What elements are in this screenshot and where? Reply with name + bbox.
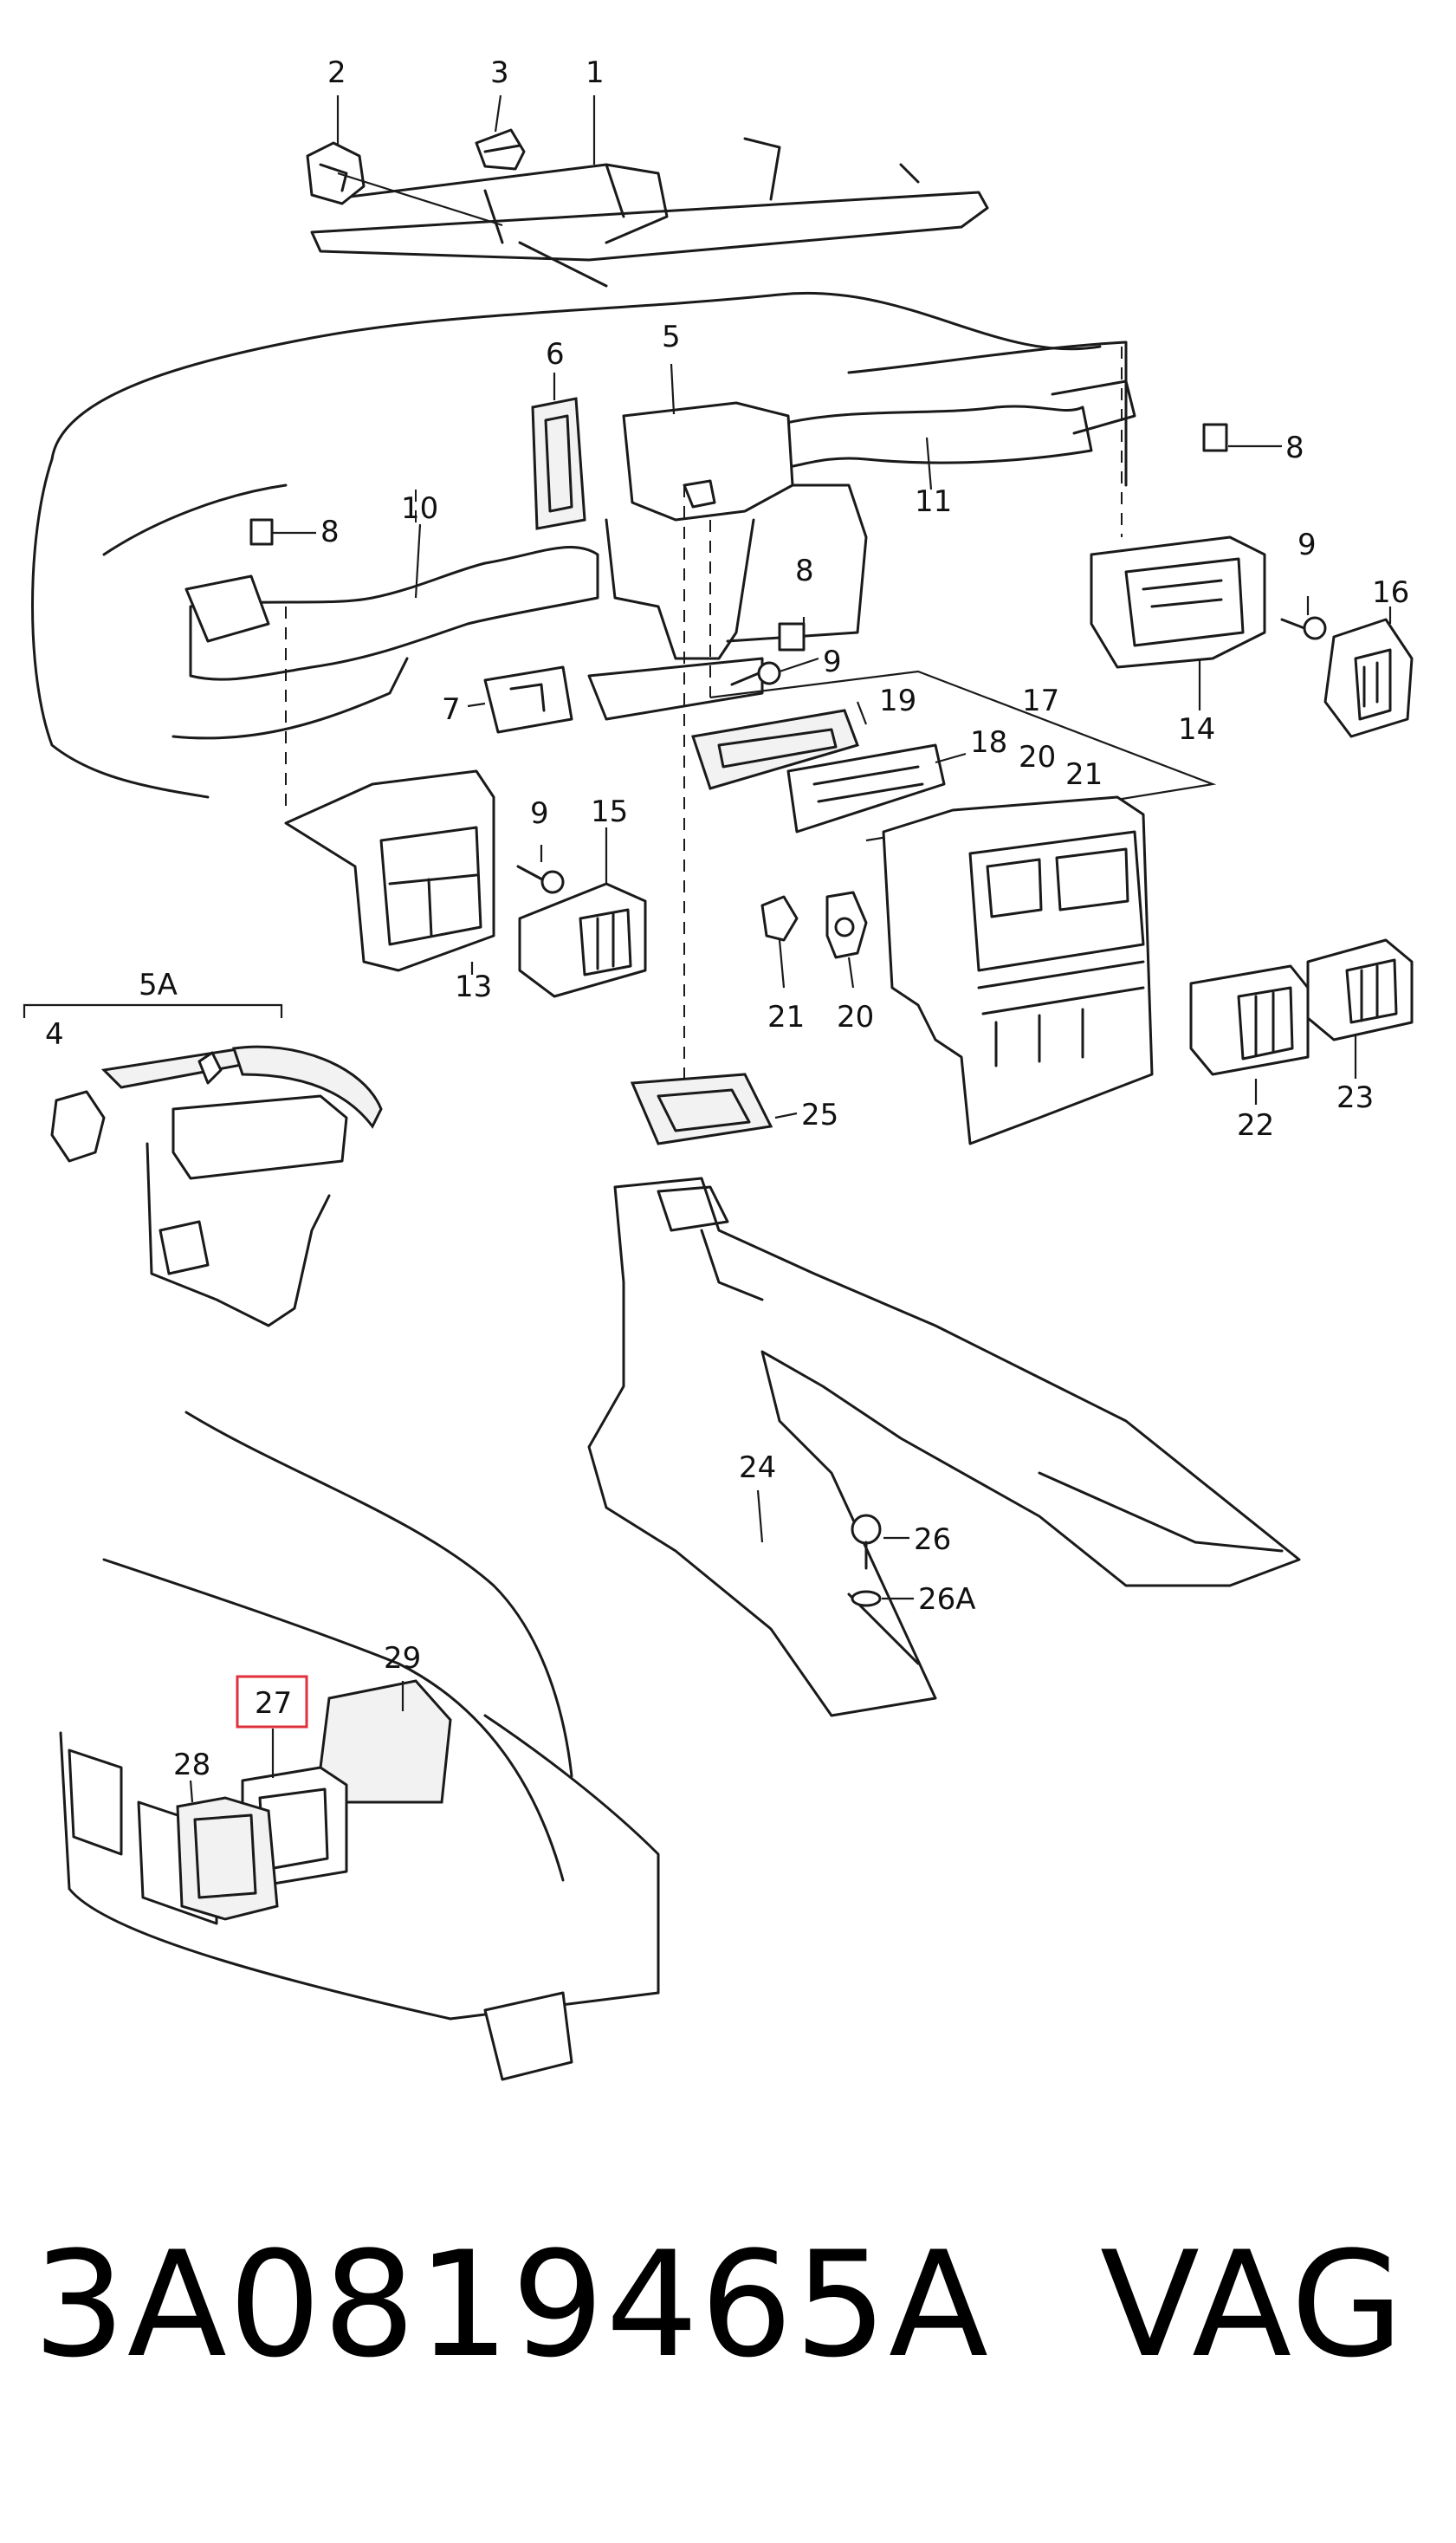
callout-1: 1 <box>586 55 605 90</box>
part-1-defroster-duct <box>310 137 989 288</box>
part-8-nut-b <box>1202 423 1228 452</box>
callout-27: 27 <box>255 1686 292 1721</box>
callout-10: 10 <box>401 491 438 526</box>
callout-27-highlight-box <box>236 1675 308 1729</box>
callout-9-left: 9 <box>530 796 549 831</box>
callout-4: 4 <box>45 1017 64 1052</box>
callout-8-center: 8 <box>795 554 814 588</box>
callout-3: 3 <box>490 55 509 90</box>
callout-24: 24 <box>739 1450 776 1485</box>
caption-bar: 3A0819465A VAG <box>0 2218 1456 2391</box>
callout-9-right: 9 <box>1297 528 1317 562</box>
callout-11: 11 <box>915 484 952 519</box>
callout-labels: 2 3 1 6 5 8 8 10 11 8 9 9 16 7 14 19 17 … <box>45 55 1409 1782</box>
callout-15: 15 <box>591 795 628 829</box>
part-9-screw-c <box>516 865 565 894</box>
part-6-vent-seal <box>531 397 586 530</box>
part-18-vent-frame <box>786 743 946 834</box>
callout-8-left: 8 <box>320 515 340 549</box>
callout-21-bottom: 21 <box>767 1000 805 1035</box>
callout-14: 14 <box>1178 712 1215 747</box>
callout-22: 22 <box>1237 1108 1274 1143</box>
callout-17: 17 <box>1022 684 1059 718</box>
part-23-vent-outlet <box>1306 938 1414 1041</box>
part-7-bracket <box>483 665 573 734</box>
part-24-floor-duct <box>587 1177 1301 1717</box>
part-21-clip <box>760 895 799 989</box>
callout-7: 7 <box>442 692 461 727</box>
callout-13: 13 <box>455 970 492 1004</box>
part-number-text: 3A0819465A <box>33 2220 990 2390</box>
callout-25: 25 <box>801 1098 838 1132</box>
assembly-alignment-lines <box>285 347 1123 1079</box>
part-8-nut-a <box>249 518 274 546</box>
part-26-screw <box>851 1514 882 1570</box>
callout-18: 18 <box>970 725 1007 760</box>
callout-19: 19 <box>879 684 916 718</box>
callout-9-center: 9 <box>823 645 842 679</box>
part-22-vent-outlet <box>1189 964 1310 1076</box>
brand-text: VAG <box>1100 2220 1406 2390</box>
part-5A-assembly <box>23 1003 383 1327</box>
callout-23: 23 <box>1336 1080 1374 1115</box>
callout-6: 6 <box>546 337 565 372</box>
part-25-seal <box>630 1073 773 1145</box>
callout-28: 28 <box>173 1748 210 1782</box>
part-14-vent-housing <box>1090 535 1266 669</box>
callout-21-top: 21 <box>1065 757 1103 792</box>
callout-8-right: 8 <box>1285 431 1304 465</box>
part-5-center-distributor <box>605 401 794 660</box>
callout-5: 5 <box>662 320 681 354</box>
part-11-air-duct <box>778 380 1136 470</box>
part-9-screw-b <box>1280 616 1327 640</box>
callout-20-top: 20 <box>1019 740 1056 775</box>
part-9-screw-a <box>730 661 781 686</box>
part-20-clip <box>825 891 868 989</box>
part-10-air-duct <box>184 545 599 681</box>
part-19-foam-gasket <box>691 709 859 790</box>
callout-2: 2 <box>327 55 346 90</box>
leader-lines <box>189 94 1392 1803</box>
part-8-nut-c <box>778 622 806 652</box>
part-15-vent-outlet <box>518 882 647 998</box>
dashboard-body <box>31 292 1128 799</box>
callout-26A: 26A <box>918 1582 976 1617</box>
part-2-clip <box>306 141 503 227</box>
callout-29: 29 <box>384 1641 421 1676</box>
callout-16: 16 <box>1372 575 1409 610</box>
part-26A-washer <box>851 1590 882 1607</box>
callout-26: 26 <box>914 1522 951 1557</box>
part-28-seal <box>176 1796 279 1921</box>
center-console-frame <box>882 795 1154 1145</box>
part-16-vent-outlet <box>1323 618 1414 738</box>
callout-20-bottom: 20 <box>837 1000 874 1035</box>
part-3-clip <box>475 128 526 171</box>
part-13-vent-housing <box>284 769 495 972</box>
callout-5A: 5A <box>139 968 178 1002</box>
